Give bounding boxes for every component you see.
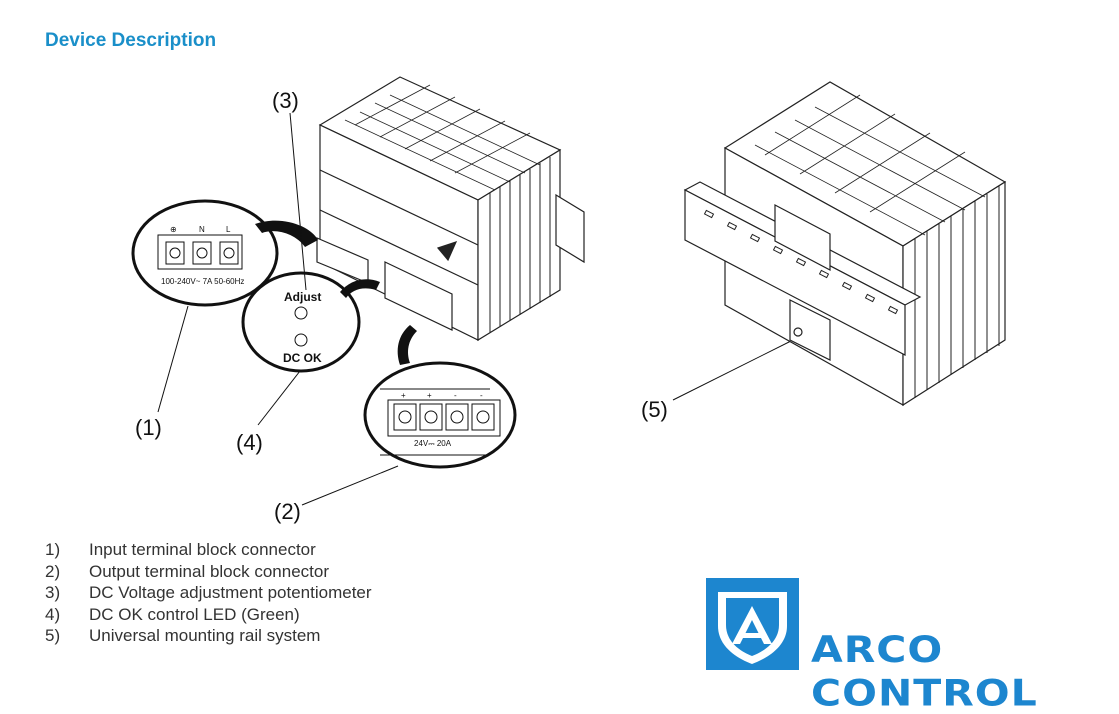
callout-3: (3): [272, 88, 299, 113]
output-terminal-zoom: [363, 325, 517, 469]
legend-text: Output terminal block connector: [89, 561, 330, 581]
legend-number: 2): [45, 561, 61, 581]
power-supply-front-view: [316, 76, 585, 342]
output-sign-2: +: [427, 391, 432, 400]
legend-number: 5): [45, 626, 61, 646]
logo-wordmark: ARCO CONTROL: [811, 628, 1038, 714]
callout-5: (5): [641, 397, 668, 422]
legend-text: DC Voltage adjustment potentiometer: [89, 583, 372, 603]
legend-item: 1) Input terminal block connector: [45, 539, 372, 561]
legend-text: Universal mounting rail system: [89, 626, 321, 646]
power-supply-rear-view: [683, 81, 1007, 407]
callout-1: (1): [135, 415, 162, 440]
page-title: Device Description: [45, 30, 217, 51]
output-rating-label: 24V⎓ 20A: [414, 439, 452, 448]
output-sign-1: +: [401, 391, 406, 400]
output-sign-4: -: [480, 391, 483, 400]
callout-2: (2): [274, 499, 301, 524]
legend-number: 3): [45, 583, 61, 603]
legend-text: DC OK control LED (Green): [89, 604, 300, 624]
input-earth-label: ⊕: [170, 225, 177, 234]
arco-control-logo-icon: [706, 578, 799, 670]
legend-item: 5) Universal mounting rail system: [45, 625, 372, 647]
callout-4: (4): [236, 430, 263, 455]
legend-item: 2) Output terminal block connector: [45, 561, 372, 583]
legend-item: 3) DC Voltage adjustment potentiometer: [45, 582, 372, 604]
input-rating-label: 100-240V~ 7A 50-60Hz: [161, 277, 244, 286]
input-n-label: N: [199, 225, 205, 234]
legend-list: 1) Input terminal block connector 2) Outpu…: [45, 539, 372, 647]
input-l-label: L: [226, 225, 231, 234]
legend-text: Input terminal block connector: [89, 540, 316, 559]
legend-number: 1): [45, 540, 61, 559]
legend-item: 4) DC OK control LED (Green): [45, 604, 372, 626]
legend-number: 4): [45, 604, 61, 624]
adjust-label: Adjust: [284, 290, 321, 304]
output-sign-3: -: [454, 391, 457, 400]
led-panel-zoom: [241, 271, 380, 373]
input-terminal-zoom: [131, 199, 318, 307]
dc-ok-label: DC OK: [283, 351, 322, 365]
device-diagram: ⊕ N L 100-240V~ 7A 50-60Hz Adjust DC OK …: [131, 76, 1007, 524]
